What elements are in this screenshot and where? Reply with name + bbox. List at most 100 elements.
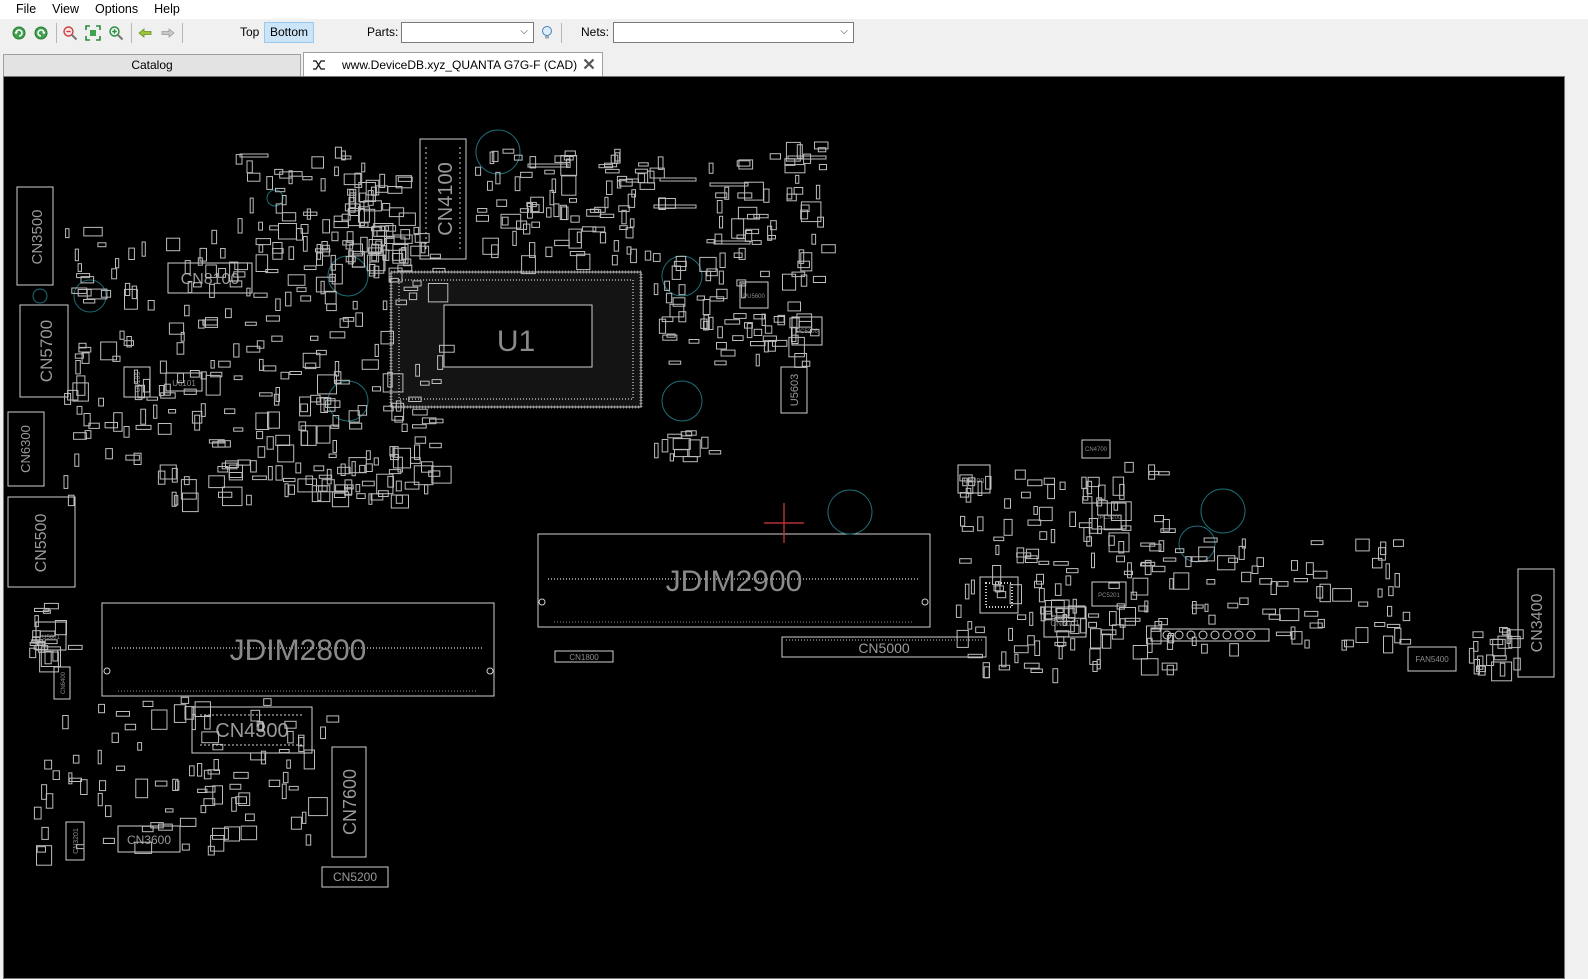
smd-part[interactable] xyxy=(1108,532,1130,553)
smd-part[interactable] xyxy=(382,373,404,393)
close-tab-icon[interactable] xyxy=(583,58,595,70)
smd-part[interactable] xyxy=(1317,618,1325,628)
smd-part[interactable] xyxy=(229,783,242,790)
smd-part[interactable] xyxy=(626,246,632,255)
smd-part[interactable] xyxy=(1033,506,1038,515)
smd-part[interactable] xyxy=(344,479,353,495)
smd-part[interactable] xyxy=(278,749,290,754)
smd-part[interactable] xyxy=(316,425,331,444)
smd-part[interactable] xyxy=(801,360,811,367)
component-jpc5200[interactable]: JPC5200 xyxy=(1091,502,1127,530)
smd-part[interactable] xyxy=(414,436,427,444)
smd-part[interactable] xyxy=(238,792,251,807)
smd-part[interactable] xyxy=(203,769,212,780)
smd-part[interactable] xyxy=(1175,548,1185,554)
smd-part[interactable] xyxy=(1014,469,1026,480)
smd-part[interactable] xyxy=(62,715,69,730)
smd-part[interactable] xyxy=(737,192,753,199)
smd-part[interactable] xyxy=(76,405,83,415)
zoom-fit-button[interactable] xyxy=(83,23,103,43)
smd-part[interactable] xyxy=(736,234,746,240)
smd-part[interactable] xyxy=(258,221,263,231)
smd-part[interactable] xyxy=(668,360,682,365)
smd-part[interactable] xyxy=(413,465,434,486)
smd-part[interactable] xyxy=(244,321,257,326)
smd-part[interactable] xyxy=(589,208,600,213)
smd-part[interactable] xyxy=(267,411,280,429)
smd-part[interactable] xyxy=(72,382,89,402)
smd-part[interactable] xyxy=(334,361,340,377)
smd-part[interactable] xyxy=(791,334,799,345)
smd-part[interactable] xyxy=(349,192,357,209)
smd-part[interactable] xyxy=(817,147,827,153)
smd-part[interactable] xyxy=(77,263,82,272)
smd-part[interactable] xyxy=(301,811,307,824)
smd-part[interactable] xyxy=(344,487,353,496)
smd-part[interactable] xyxy=(576,231,582,244)
smd-part[interactable] xyxy=(1081,476,1087,490)
smd-part[interactable] xyxy=(368,264,376,277)
smd-part[interactable] xyxy=(733,313,747,319)
smd-part[interactable] xyxy=(967,621,973,630)
smd-part[interactable] xyxy=(1097,525,1102,535)
smd-part[interactable] xyxy=(88,422,100,429)
smd-part[interactable] xyxy=(1227,602,1239,609)
smd-part[interactable] xyxy=(54,620,68,636)
smd-part[interactable] xyxy=(715,192,728,199)
smd-part[interactable] xyxy=(354,172,363,188)
smd-part[interactable] xyxy=(387,371,393,388)
smd-part[interactable] xyxy=(1092,661,1098,672)
smd-part[interactable] xyxy=(250,752,266,761)
smd-part[interactable] xyxy=(789,317,800,329)
smd-part[interactable] xyxy=(415,363,421,377)
smd-part[interactable] xyxy=(996,591,1007,599)
smd-part[interactable] xyxy=(401,423,408,433)
component-cn5000[interactable]: CN5000 xyxy=(781,636,987,658)
smd-part[interactable] xyxy=(738,159,754,170)
smd-part[interactable] xyxy=(275,203,283,214)
smd-part[interactable] xyxy=(1277,581,1289,587)
smd-part[interactable] xyxy=(275,187,286,193)
smd-part[interactable] xyxy=(673,260,687,267)
smd-part[interactable] xyxy=(329,331,346,339)
component-u1[interactable]: U1 xyxy=(389,270,643,409)
smd-part[interactable] xyxy=(180,331,185,342)
smd-part[interactable] xyxy=(284,483,289,498)
smd-part[interactable] xyxy=(116,765,126,771)
smd-part[interactable] xyxy=(652,253,661,262)
smd-part[interactable] xyxy=(959,492,970,498)
smd-part[interactable] xyxy=(63,475,69,489)
smd-part[interactable] xyxy=(160,392,176,399)
smd-part[interactable] xyxy=(289,371,302,375)
smd-part[interactable] xyxy=(326,715,340,723)
smd-part[interactable] xyxy=(308,797,328,817)
smd-part[interactable] xyxy=(258,244,264,253)
smd-part[interactable] xyxy=(1489,638,1504,646)
smd-part[interactable] xyxy=(1332,588,1352,602)
smd-part[interactable] xyxy=(554,155,571,163)
smd-part[interactable] xyxy=(569,251,586,257)
smd-part[interactable] xyxy=(753,213,769,219)
smd-part[interactable] xyxy=(412,408,428,416)
smd-part[interactable] xyxy=(348,250,354,265)
smd-part[interactable] xyxy=(288,171,303,177)
smd-part[interactable] xyxy=(317,374,337,395)
smd-part[interactable] xyxy=(229,261,239,282)
smd-part[interactable] xyxy=(189,370,200,378)
smd-part[interactable] xyxy=(202,319,218,326)
smd-part[interactable] xyxy=(348,410,360,423)
smd-part[interactable] xyxy=(52,770,60,780)
component-cn4100[interactable]: CN4100 xyxy=(419,138,467,260)
smd-part[interactable] xyxy=(1054,583,1062,596)
smd-part[interactable] xyxy=(146,396,158,401)
smd-part[interactable] xyxy=(197,763,203,777)
smd-part[interactable] xyxy=(1158,471,1170,476)
smd-part[interactable] xyxy=(245,813,255,822)
smd-part[interactable] xyxy=(718,270,724,285)
smd-part[interactable] xyxy=(83,226,103,237)
smd-part[interactable] xyxy=(300,430,309,446)
smd-part[interactable] xyxy=(1191,604,1204,609)
smd-part[interactable] xyxy=(1344,639,1354,648)
smd-part[interactable] xyxy=(52,649,59,662)
smd-part[interactable] xyxy=(1499,662,1506,677)
